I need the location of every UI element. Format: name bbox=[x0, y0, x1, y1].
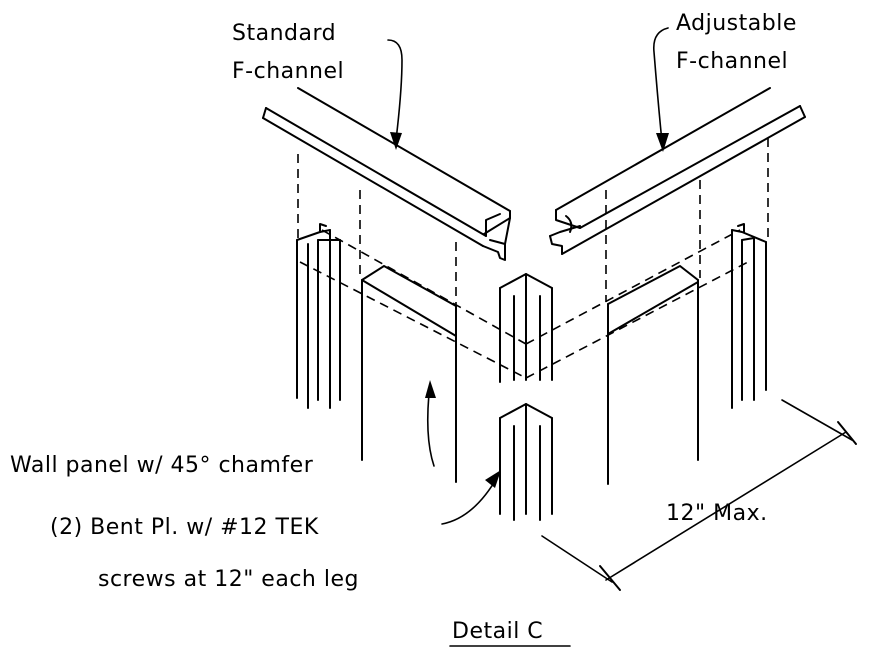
dimension-label: 12" Max. bbox=[666, 501, 768, 526]
bent-plate-label-line2: screws at 12" each leg bbox=[98, 567, 359, 592]
upper-bent-plate bbox=[499, 273, 553, 383]
adjustable-label-line1: Adjustable bbox=[676, 11, 797, 36]
lower-bent-plate bbox=[499, 403, 553, 521]
dimension-12-max bbox=[541, 399, 857, 591]
adjustable-label-line2: F-channel bbox=[676, 49, 788, 74]
wall-panel-leader bbox=[425, 380, 436, 467]
standard-label-line1: Standard bbox=[232, 21, 336, 46]
wall-panel-label: Wall panel w/ 45° chamfer bbox=[10, 453, 314, 478]
right-wall-panel bbox=[607, 223, 767, 485]
bent-plate-leader bbox=[441, 470, 501, 525]
bent-plate-label-line1: (2) Bent Pl. w/ #12 TEK bbox=[50, 515, 319, 540]
standard-f-channel bbox=[262, 87, 511, 261]
adjustable-leader bbox=[652, 27, 669, 152]
hidden-lines bbox=[297, 138, 769, 379]
standard-label-line2: F-channel bbox=[232, 59, 344, 84]
adjustable-f-channel bbox=[549, 87, 806, 255]
left-wall-panel bbox=[296, 223, 457, 483]
detail-title: Detail C bbox=[452, 619, 543, 644]
standard-leader bbox=[387, 39, 403, 150]
